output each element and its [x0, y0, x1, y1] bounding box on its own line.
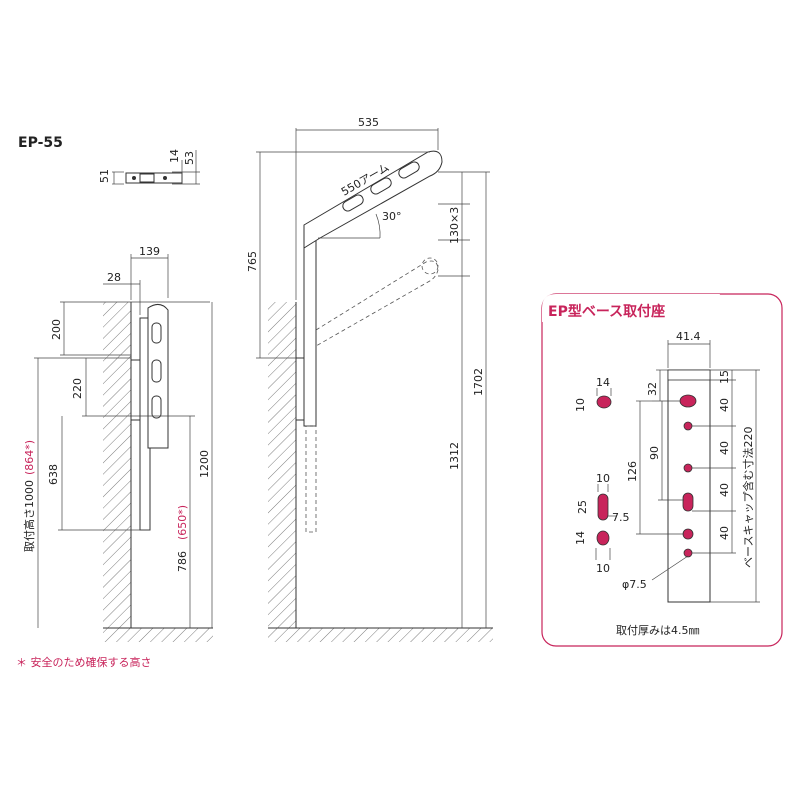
side-label: ベースキャップ含む寸法220 [741, 427, 755, 568]
dim-765: 765 [246, 251, 259, 272]
base-panel-title: EP型ベース取付座 [548, 303, 665, 320]
dim-90: 90 [648, 446, 661, 460]
dim-1000-alt: (864*) [23, 440, 36, 475]
bottom-14: 14 [574, 531, 587, 545]
dim-40b: 40 [718, 441, 731, 455]
side-view: 139 28 200 220 取付高さ1000 (864*) 638 1200 … [22, 245, 213, 642]
dim-1312: 1312 [448, 442, 461, 470]
base-panel: EP型ベース取付座 41.4 32 90 126 [541, 293, 783, 647]
arm-view: 30° 550アーム 535 765 130×3 1312 1702 [246, 116, 493, 642]
dim-40c: 40 [718, 483, 731, 497]
dim-41-4: 41.4 [676, 330, 701, 343]
hole-10: 10 [574, 398, 587, 412]
dim-1200: 1200 [198, 450, 211, 478]
slot-25: 25 [576, 500, 589, 514]
dim-51: 51 [98, 169, 111, 183]
dim-14: 14 [168, 149, 181, 163]
dim-32: 32 [646, 382, 659, 396]
dim-220: 220 [71, 378, 84, 399]
dim-200: 200 [50, 319, 63, 340]
footnote: ＊ 安全のため確保する高さ [16, 655, 152, 669]
dim-130x3: 130×3 [448, 207, 461, 244]
model-title: EP-55 [18, 135, 63, 151]
dim-1702: 1702 [472, 368, 485, 396]
dim-126: 126 [626, 461, 639, 482]
hole-14: 14 [596, 376, 610, 389]
dim-53: 53 [183, 151, 196, 165]
bottom-10: 10 [596, 562, 610, 575]
thickness-label: 取付厚みは4.5㎜ [616, 624, 700, 637]
dim-139: 139 [139, 245, 160, 258]
dim-40a: 40 [718, 398, 731, 412]
dim-1000-prefix: 取付高さ1000 [22, 480, 36, 552]
slot-10: 10 [596, 472, 610, 485]
phi-label: φ7.5 [622, 578, 647, 591]
dim-15: 15 [718, 370, 731, 384]
dim-535: 535 [358, 116, 379, 129]
slot-7-5: 7.5 [612, 511, 630, 524]
angle-label: 30° [382, 210, 402, 223]
dim-40d: 40 [718, 526, 731, 540]
dim-786: 786 [176, 551, 189, 572]
dim-28: 28 [107, 271, 121, 284]
dim-638: 638 [47, 464, 60, 485]
top-view: 51 14 53 [98, 149, 200, 185]
dim-786-alt: (650*) [176, 505, 189, 540]
